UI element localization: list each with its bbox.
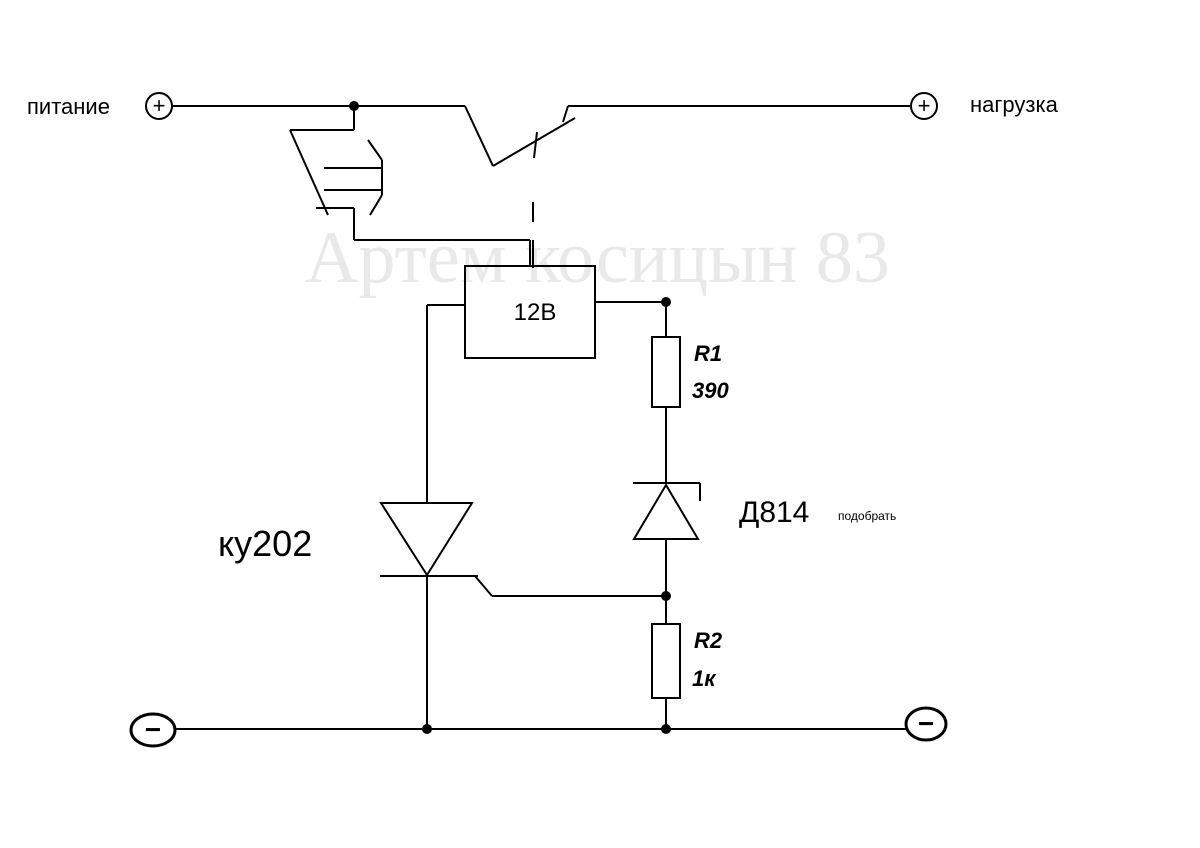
circuit-breaker-symbol [289,106,531,266]
minus-symbol: − [145,714,161,745]
resistor-r1 [651,336,681,483]
relay-coil: 12В [464,265,596,359]
r1-value: 390 [692,378,729,403]
r1-name: R1 [694,341,722,366]
coil-right-wire [595,301,667,337]
load-plus-terminal: + [910,92,938,120]
relay-contact [464,105,576,167]
watermark: Артем косицын 83 [305,217,890,299]
zener-diode [632,482,701,596]
relay-coil-label: 12В [514,299,557,326]
load-label: нагрузка [970,92,1059,117]
supply-minus-terminal: − [129,712,177,748]
junction-dot [661,297,671,307]
junction-dot [422,724,432,734]
plus-symbol: + [918,93,931,118]
zener-name: Д814 [739,496,809,529]
r2-value: 1к [692,666,717,691]
plus-symbol: + [153,93,166,118]
thyristor [379,502,478,729]
thyristor-name: ку202 [218,523,312,564]
supply-label: питание [27,94,110,119]
load-minus-terminal: − [904,706,948,742]
minus-symbol: − [918,708,934,739]
resistor-r2 [651,596,681,729]
coil-left-wire [426,304,465,504]
r2-name: R2 [694,628,723,653]
junction-dot [661,724,671,734]
zener-note: подобрать [838,509,896,523]
supply-plus-terminal: + [145,92,173,120]
gate-wire [427,575,666,597]
